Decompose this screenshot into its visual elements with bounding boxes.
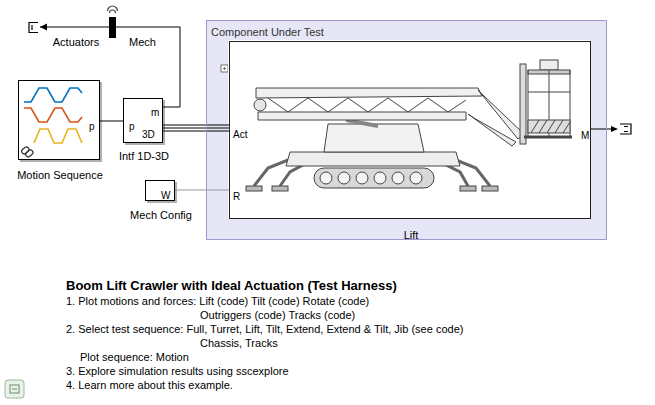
arrowhead [40, 24, 47, 31]
connector [163, 125, 229, 131]
motion-waves [24, 88, 82, 143]
config-block: WMech Config [145, 180, 175, 201]
interface-block: mp3DIntf 1D-3D [123, 98, 163, 143]
wireless-icon [108, 6, 118, 13]
port-label: p [89, 121, 95, 133]
mask-icon [221, 65, 228, 72]
link-icon [21, 146, 34, 158]
connector-line [163, 125, 229, 131]
connector [100, 121, 123, 122]
note-line: 1. Plot motions and forces: Lift (code) … [66, 295, 369, 307]
block-fill [145, 180, 175, 201]
connector-line [40, 27, 109, 28]
block-name: Lift [404, 229, 419, 241]
note-line: 2. Select test sequence: Full, Turret, L… [66, 323, 463, 335]
area-title: Component Under Test [211, 26, 324, 38]
app-icon [5, 380, 24, 398]
connector [116, 27, 180, 107]
block-name: Motion Sequence [17, 169, 103, 181]
port-label: Actuators [53, 36, 99, 48]
boom-lift-illustration [246, 60, 572, 191]
signal-label: Mech [129, 36, 156, 48]
port-symbol [29, 23, 38, 33]
motion-sequence-block: pMotion Sequence [18, 80, 100, 160]
note-line: 4. Learn more about this example. [66, 379, 233, 391]
note-line: Chassis, Tracks [200, 337, 278, 349]
connector-line [100, 121, 123, 122]
port-label: W [161, 190, 170, 202]
note-line: Plot sequence: Motion [80, 351, 189, 363]
connector [40, 24, 109, 31]
connection-port: Actuators [28, 22, 40, 33]
connector-line [116, 27, 180, 107]
block-fill [123, 98, 163, 143]
diagram-title: Boom Lift Crawler with Ideal Actuation (… [66, 278, 397, 293]
connector-line [175, 190, 229, 191]
port-label: R [233, 191, 240, 203]
note-line: Outriggers (code) Tracks (code) [200, 309, 355, 321]
note-line: 3. Explore simulation results using ssce… [66, 365, 289, 377]
port-label: 3D [142, 129, 155, 141]
lift-block-fill [228, 40, 590, 218]
bus-block: Mech [109, 17, 116, 38]
block-name: Intf 1D-3D [119, 150, 169, 162]
block-fill [18, 80, 100, 160]
port-label: p [129, 121, 135, 133]
outport [590, 124, 631, 134]
connector [175, 190, 229, 191]
port-label: M [581, 130, 589, 142]
port-label: Act [233, 129, 247, 141]
subsystem-area: Component Under TestActR M Lift [206, 20, 607, 240]
port-label: m [151, 107, 159, 119]
lift-subsystem-block: ActRMLift [229, 41, 591, 219]
block-name: Mech Config [130, 209, 192, 221]
subsystem-area-fill [206, 20, 607, 240]
